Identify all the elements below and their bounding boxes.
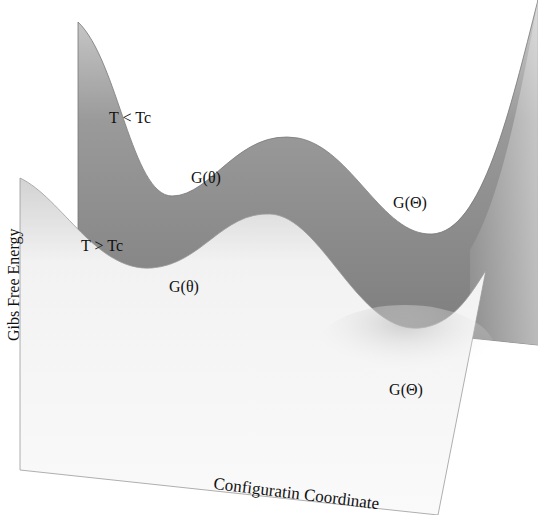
temperature-label: T < Tc <box>109 109 151 127</box>
phase-label: G(θ) <box>191 169 221 187</box>
temperature-label: T > Tc <box>81 237 123 255</box>
phase-label: G(θ) <box>169 278 199 296</box>
phase-label: G(Θ) <box>393 194 427 212</box>
axis-label: Gibs Free Energy <box>5 229 23 342</box>
phase-label: G(Θ) <box>389 381 423 399</box>
